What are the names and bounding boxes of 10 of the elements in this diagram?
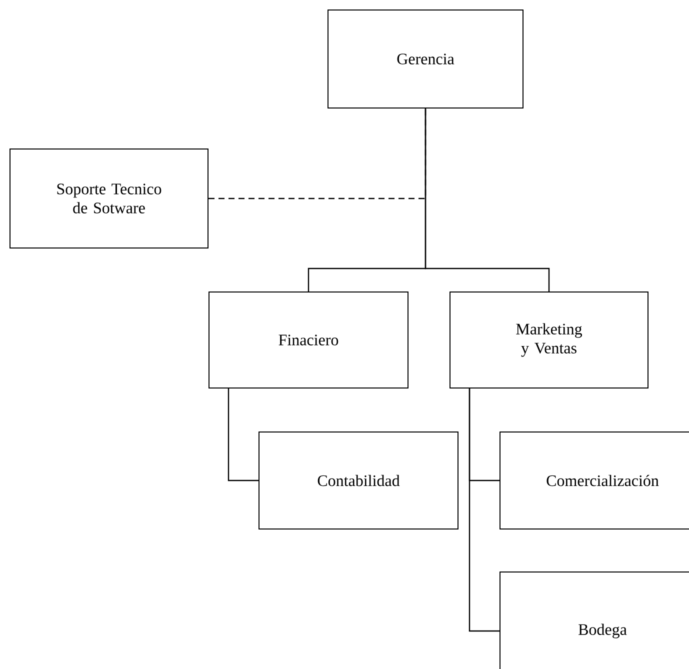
org-box: Finaciero — [208, 292, 408, 388]
org-box: Marketing y Ventas — [450, 292, 648, 388]
connector-line — [228, 388, 258, 482]
org-box: Soporte Tecnico de Sotware — [10, 148, 208, 248]
org-box: Comercialización — [500, 432, 689, 530]
org-box: Gerencia — [328, 10, 524, 108]
org-box: Bodega — [500, 572, 689, 669]
org-box: Contabilidad — [258, 432, 458, 530]
connector-line — [468, 388, 500, 632]
connector-line — [424, 108, 550, 292]
